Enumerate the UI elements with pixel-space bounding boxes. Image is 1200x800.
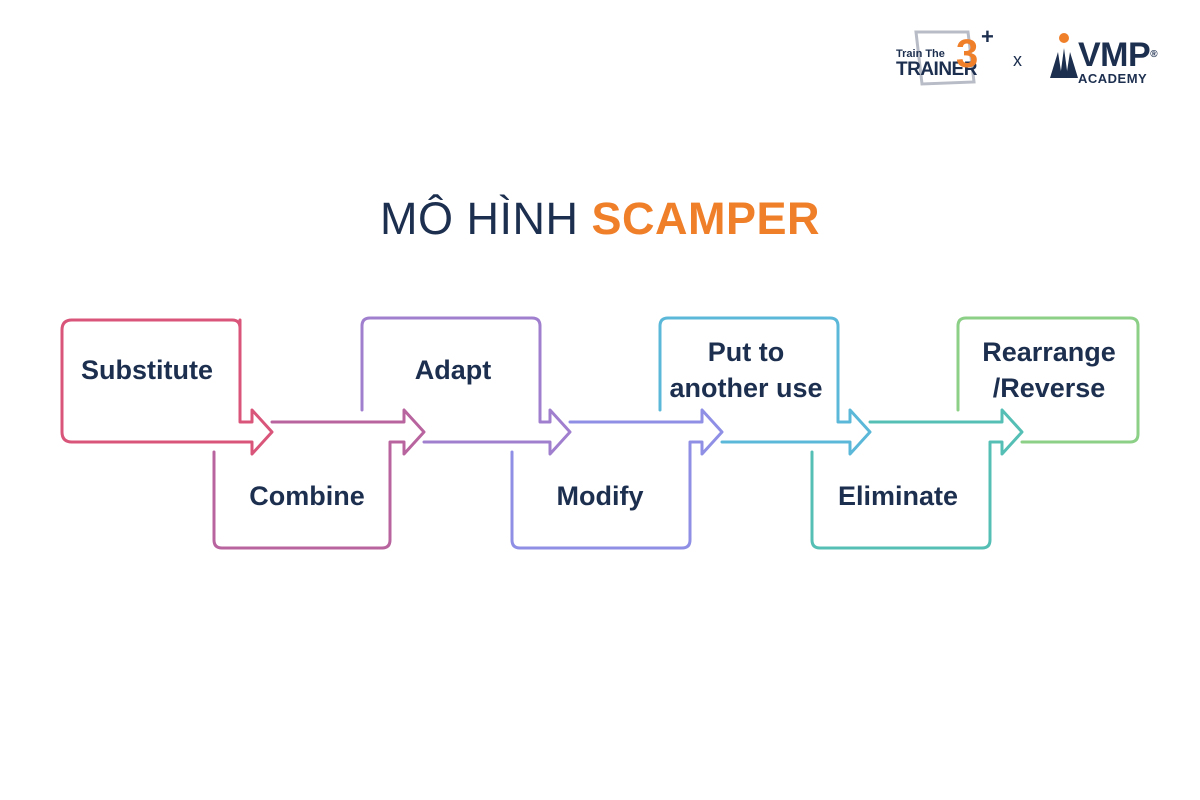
vmp-burst-icon [1050,33,1078,78]
step-outline-adapt [360,316,572,456]
logo-left-text: Train The TRAINER [896,48,977,80]
step-label-combine: Combine [249,481,365,511]
step-label-rearrange-reverse: Rearrange /Reverse [982,337,1116,403]
step-outline-modify [510,408,724,550]
step-outline-put-to-another-use [658,316,872,456]
logo-left-plus: + [981,24,994,49]
vmp-registered-mark: ® [1150,49,1158,60]
step-outline-combine [212,408,426,550]
logo-left-line2: TRAINER [896,59,977,80]
step-outline-eliminate [810,408,1024,550]
vmp-academy-label: ACADEMY [1078,71,1148,86]
logo-separator: x [1013,50,1022,70]
step-label-eliminate: Eliminate [837,481,959,511]
logo-left-number: 3 [956,32,979,76]
step-outline-rearrange [956,316,1140,444]
page-title: MÔ HÌNH SCAMPER [0,193,1200,245]
step-label-put-to-another-use: Put to another use [669,337,823,403]
train-the-trainer-logo: Train The TRAINER 3 + [896,24,996,86]
title-highlight: SCAMPER [591,193,821,244]
step-label-adapt: Adapt [414,355,492,385]
step-label-substitute: Substitute [81,355,213,385]
vmp-academy-logo: VMP® ACADEMY [1048,30,1168,86]
step-label-modify: Modify [556,481,644,511]
step-outline-substitute [60,318,274,456]
vmp-name: VMP [1078,36,1151,74]
logo-left-line1: Train The [896,48,945,60]
logo-frame-icon [914,30,976,86]
title-prefix: MÔ HÌNH [379,193,579,244]
vmp-text: VMP® ACADEMY [1078,36,1158,86]
